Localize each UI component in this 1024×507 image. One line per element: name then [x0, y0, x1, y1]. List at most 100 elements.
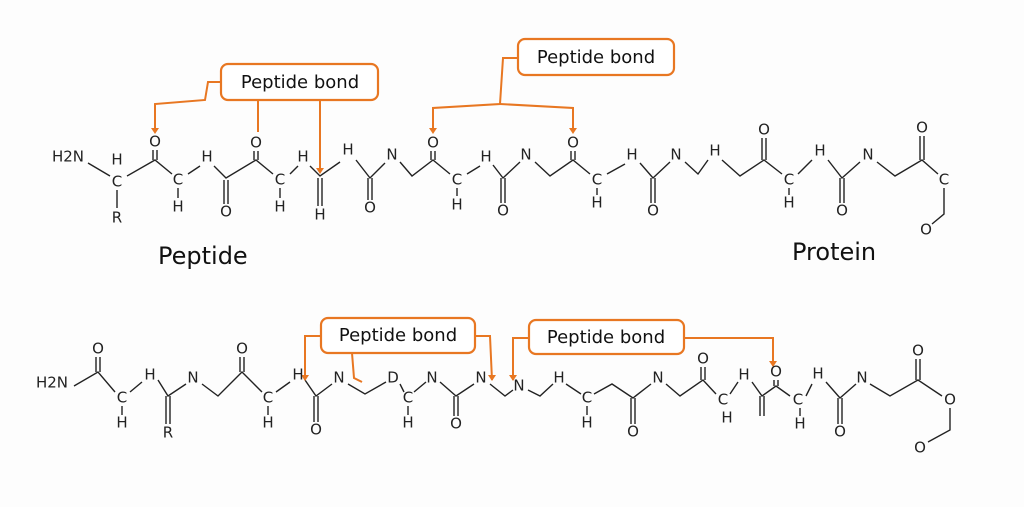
chain1-atom: N [386, 146, 397, 164]
bond [304, 379, 333, 397]
chain1-atom: O [916, 119, 928, 137]
chain1-atom: O [836, 202, 848, 220]
chain2-atom: O [236, 340, 248, 358]
chain1-atom: H [783, 194, 794, 212]
chain2-atom: N [652, 369, 663, 387]
bonds [73, 136, 951, 443]
callout-label: Peptide bond [547, 327, 665, 348]
callout-arrow [351, 352, 363, 383]
chain2-atom: R [163, 424, 173, 442]
arrowhead-icon [301, 375, 309, 381]
chain1-atom: H [709, 142, 720, 160]
chain1-atom: N [520, 146, 531, 164]
chain1-atom: C [275, 171, 285, 189]
chain2-atom: O [770, 363, 782, 381]
callout-3: Peptide bond [319, 316, 477, 355]
bond [489, 383, 514, 397]
bond [399, 383, 405, 393]
chain2-atom: H [812, 365, 823, 383]
bond [721, 159, 783, 177]
chain1-atom: O [364, 199, 376, 217]
bond [466, 165, 481, 175]
bond [187, 165, 201, 175]
callout-arrow [475, 335, 493, 381]
callout-arrow [499, 103, 574, 132]
chain2-atom: N [426, 369, 437, 387]
chain2-atom: H [292, 366, 303, 384]
bond [639, 161, 671, 180]
chain1-atom: O [567, 134, 579, 152]
arrowhead-icon [151, 128, 159, 134]
bond [355, 159, 386, 180]
bond [684, 159, 709, 176]
arrowhead-icon [769, 361, 777, 367]
arrowhead-icon [316, 168, 324, 174]
callout-arrows [151, 57, 777, 383]
chain1-atom: H [480, 148, 491, 166]
chain1-atom: C [452, 171, 462, 189]
chain2-atom: H [262, 414, 273, 432]
bond [289, 165, 299, 175]
chain1-atom: H [814, 142, 825, 160]
chain2-atom: H [738, 366, 749, 384]
chain1-atom: R [112, 209, 122, 227]
chain1-atom: C [784, 171, 794, 189]
bond [201, 371, 263, 397]
chain1-atom: O [758, 121, 770, 139]
chain2-atom: O [912, 342, 924, 360]
protein-label: Protein [792, 238, 876, 266]
callout-label: Peptide bond [339, 325, 457, 346]
bond [751, 381, 791, 397]
bond [797, 159, 813, 175]
chain2-atom: H [721, 409, 732, 427]
chain1-atom: O [497, 202, 509, 220]
chain1-atom: C [939, 171, 949, 189]
bond [931, 188, 945, 225]
chain1-atom: H [342, 141, 353, 159]
bond [565, 383, 582, 395]
chain2-atom: H [794, 415, 805, 433]
chain2-atom: C [263, 389, 273, 407]
chain2-atom: O [92, 340, 104, 358]
chain1-atom: N [670, 146, 681, 164]
chain2-atom: C [718, 391, 728, 409]
chain2-atom: N [475, 369, 486, 387]
bond [869, 379, 943, 397]
chain2-atom: N [513, 377, 524, 395]
callout-2: Peptide bond [516, 37, 676, 77]
callout-arrow [684, 337, 774, 366]
chain1-atom: H [591, 194, 602, 212]
chain2-atom: H [144, 366, 155, 384]
bond [827, 159, 861, 180]
bond [213, 159, 274, 179]
chain1-atom: H [314, 206, 325, 224]
chain1-atom: C [173, 171, 183, 189]
chain2-atom: H [116, 414, 127, 432]
callout-label: Peptide bond [241, 72, 359, 93]
bond [825, 381, 857, 399]
chain2-atom: O [914, 439, 926, 457]
arrowhead-icon [488, 375, 496, 381]
chain1-atom: H2N [52, 148, 84, 166]
chain1-atom: O [427, 134, 439, 152]
chain1-atom: H [172, 198, 183, 216]
chain2-atom: C [793, 391, 803, 409]
peptide-label: Peptide [158, 242, 248, 270]
bond [87, 162, 111, 177]
callout-4: Peptide bond [527, 318, 686, 356]
bond [534, 159, 591, 177]
callout-arrow [512, 337, 529, 380]
chain1-atom: H [451, 196, 462, 214]
arrowhead-icon [569, 128, 577, 134]
chain2-atom: D [387, 369, 399, 387]
bond [606, 163, 626, 175]
bond [347, 381, 387, 395]
chain1-atom: O [250, 134, 262, 152]
arrowhead-icon [429, 128, 437, 134]
chain2-atom: O [944, 391, 956, 409]
bond [399, 159, 451, 177]
chain2-atom: O [450, 415, 462, 433]
chain1-atom: H [111, 151, 122, 169]
